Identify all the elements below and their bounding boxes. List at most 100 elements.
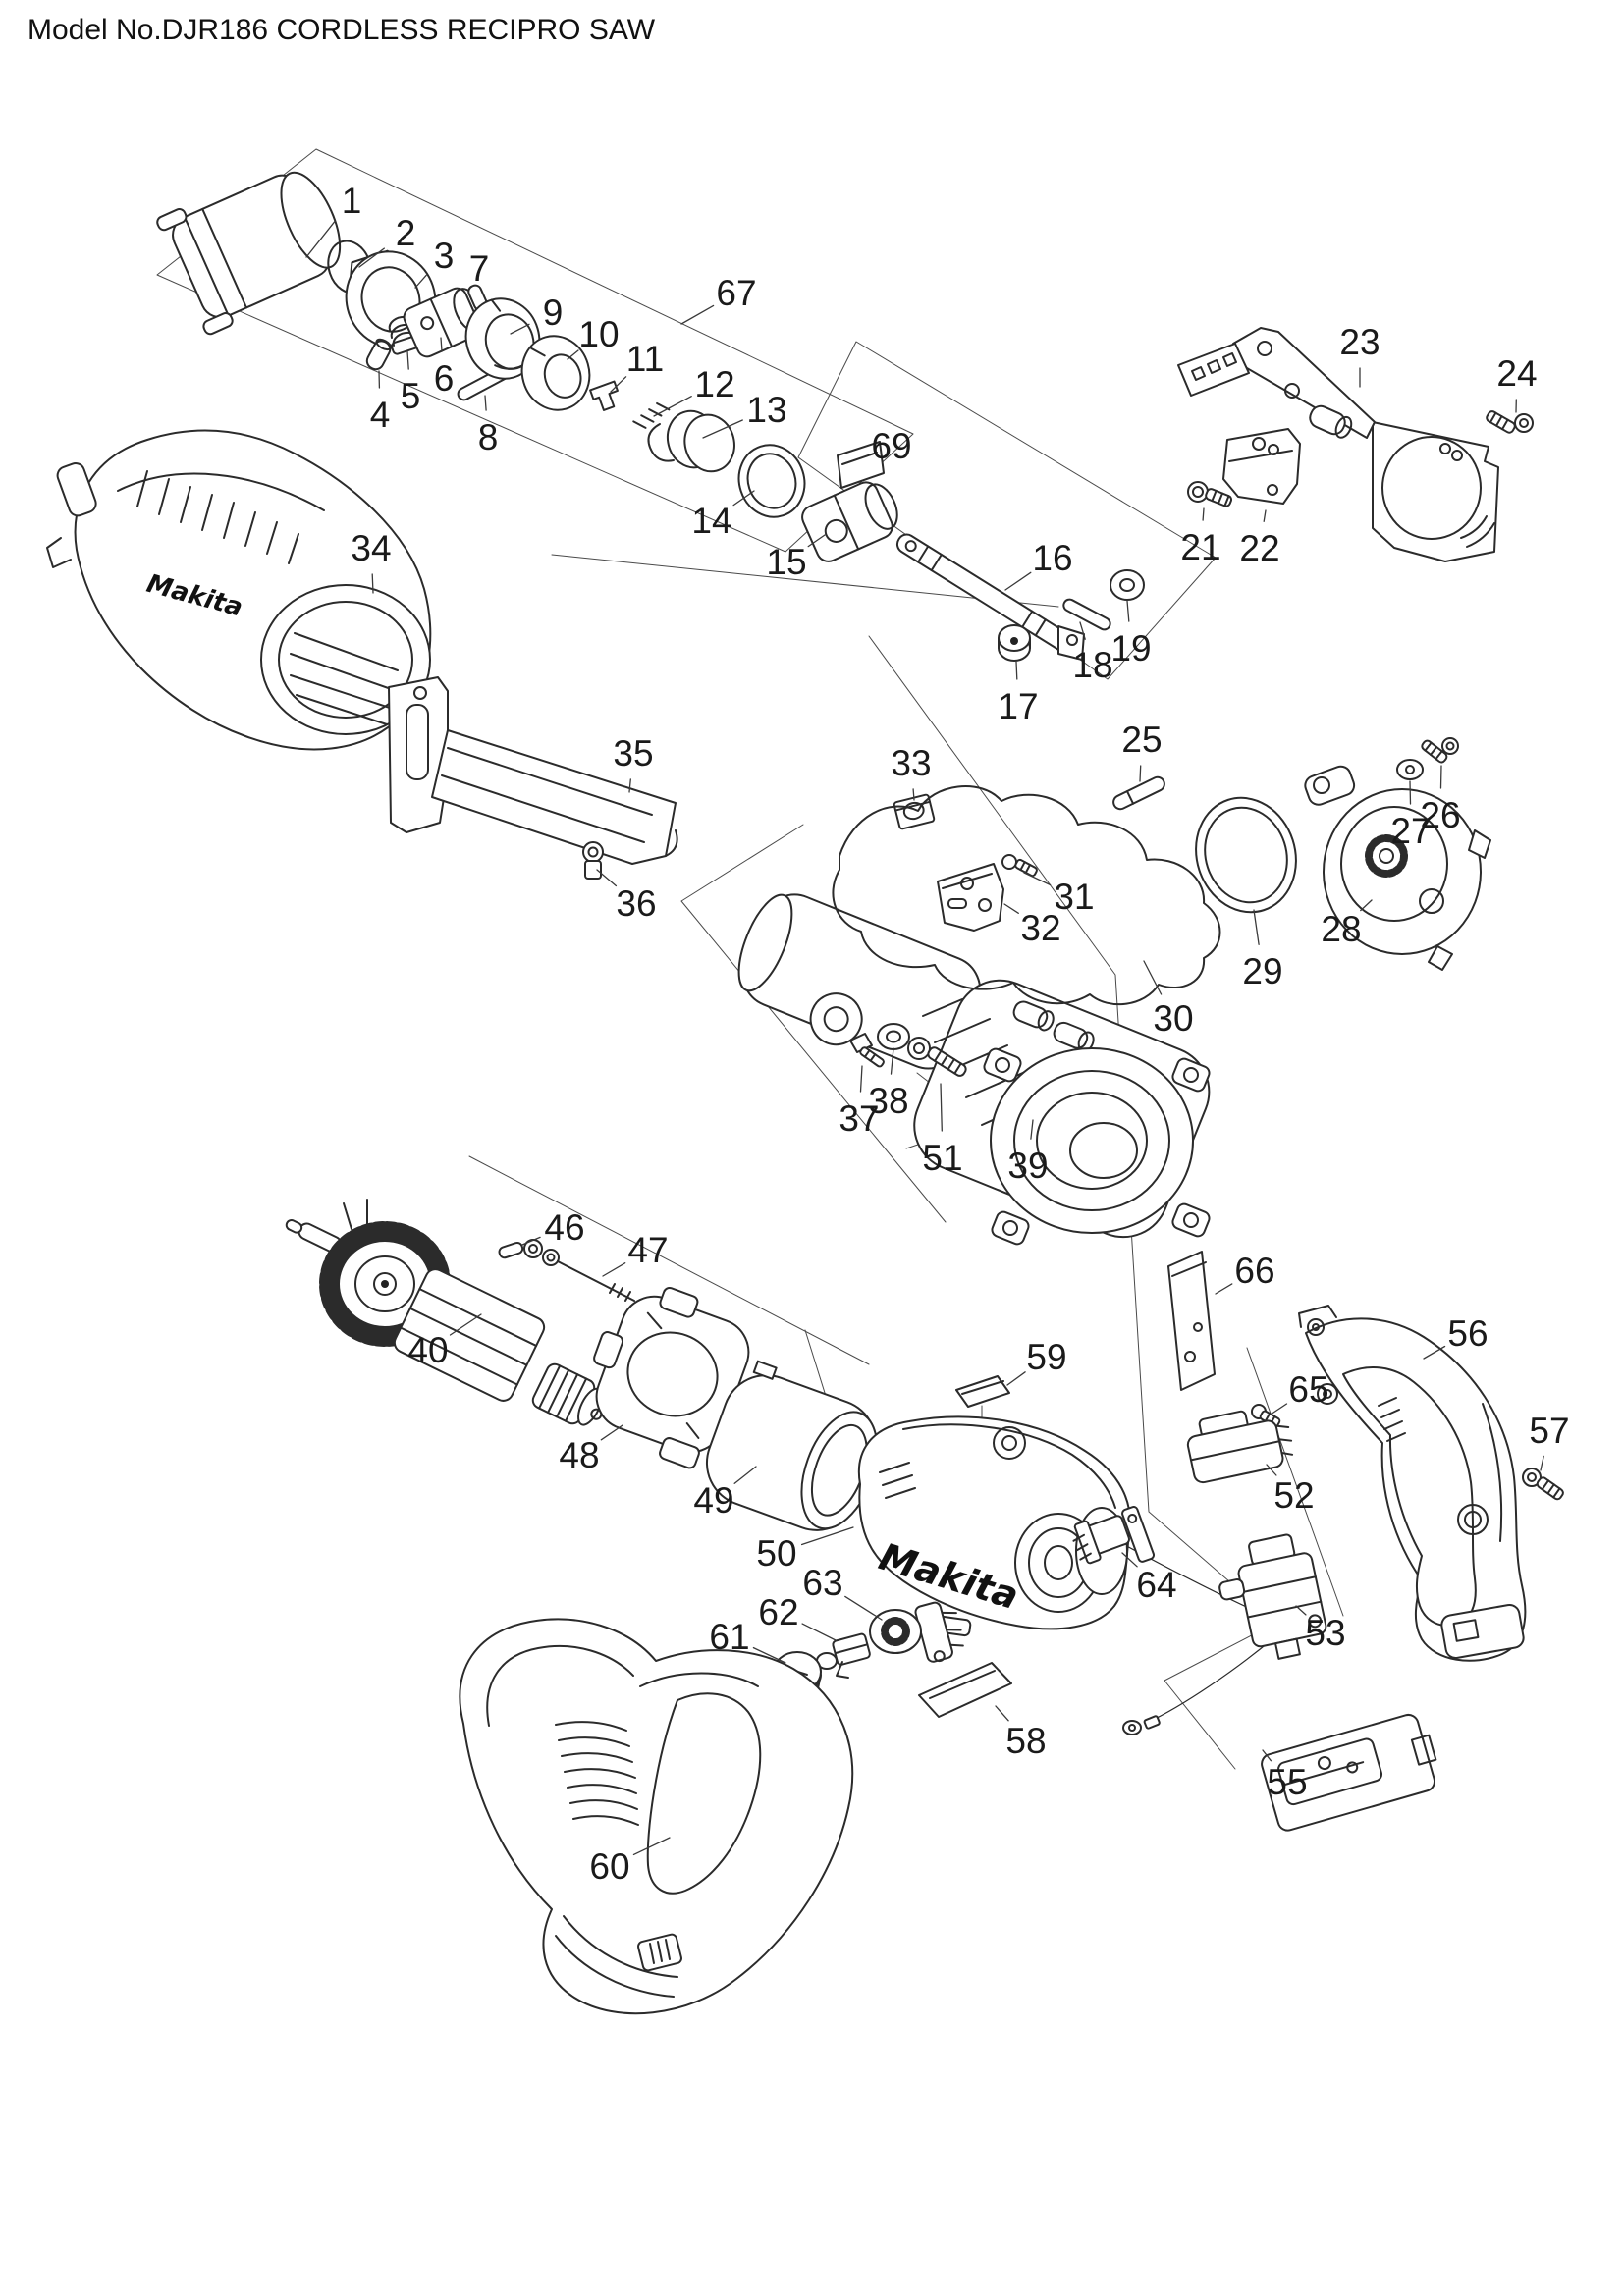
leader-line-38: [890, 1047, 894, 1075]
part-label-21: 21: [1180, 527, 1220, 567]
part-9-cam-ring: [464, 297, 541, 380]
part-label-14: 14: [691, 501, 731, 541]
part-34-front-housing: Makita: [46, 429, 432, 751]
part-24-screw: [1486, 410, 1534, 434]
part-11-key: [589, 380, 619, 411]
part-58-label-sticker: [918, 1662, 1012, 1718]
leader-line-65: [1270, 1403, 1288, 1415]
leader-line-57: [1540, 1455, 1544, 1471]
part-label-67: 67: [716, 273, 756, 313]
leader-line-60: [632, 1837, 671, 1856]
part-label-34: 34: [351, 528, 391, 568]
part-label-22: 22: [1239, 528, 1279, 568]
part-22-bracket: [1222, 428, 1301, 505]
leader-line-28: [1360, 899, 1373, 912]
part-label-9: 9: [543, 293, 564, 333]
leader-line-14: [732, 490, 755, 507]
part-30-gasket: [832, 785, 1221, 1006]
leader-line-47: [602, 1262, 626, 1277]
part-label-2: 2: [396, 213, 416, 253]
part-label-10: 10: [578, 314, 619, 354]
part-12-spring: [632, 401, 671, 429]
part-label-48: 48: [559, 1435, 599, 1475]
leader-line-32: [1003, 903, 1019, 914]
leader-line-48: [600, 1424, 623, 1441]
leader-line-34: [371, 573, 374, 594]
part-16-slider-shaft: [895, 533, 1085, 661]
part-label-60: 60: [589, 1846, 629, 1887]
leader-line-59: [1006, 1371, 1026, 1386]
part-35-shoe-assembly: [388, 676, 678, 865]
leader-line-56: [1423, 1345, 1446, 1360]
part-56-handle-housing-right: [1298, 1305, 1527, 1662]
part-38-washer: [877, 1023, 910, 1050]
part-26-screw: [1421, 737, 1459, 764]
part-47-long-screw: [542, 1249, 635, 1302]
page-title: Model No.DJR186 CORDLESS RECIPRO SAW: [27, 14, 656, 46]
part-17-roller: [998, 624, 1031, 662]
leader-line-16: [1004, 571, 1032, 591]
leader-line-53: [1295, 1605, 1307, 1616]
part-14-ring: [737, 444, 806, 518]
leader-line-27: [1409, 780, 1412, 805]
part-label-23: 23: [1339, 322, 1380, 362]
part-63-bearing-retainer: [869, 1601, 964, 1663]
part-label-65: 65: [1288, 1369, 1328, 1410]
part-46-screw: [498, 1239, 543, 1259]
part-label-61: 61: [709, 1617, 749, 1657]
leader-line-10: [567, 349, 579, 360]
part-label-32: 32: [1020, 908, 1060, 948]
part-label-31: 31: [1054, 877, 1094, 917]
leader-line-64: [1121, 1552, 1138, 1568]
part-label-11: 11: [626, 339, 664, 379]
leader-line-22: [1263, 509, 1267, 522]
part-label-59: 59: [1026, 1337, 1066, 1377]
part-label-50: 50: [756, 1533, 796, 1574]
leader-line-46: [521, 1236, 541, 1246]
part-66-plate: [1167, 1251, 1216, 1391]
leader-line-37: [859, 1065, 863, 1093]
leader-line-52: [1266, 1464, 1277, 1476]
part-label-17: 17: [998, 686, 1038, 726]
part-13-bearing: [647, 409, 735, 473]
part-label-35: 35: [613, 733, 653, 774]
leader-line-67: [680, 304, 715, 325]
leader-line-2: [358, 247, 385, 268]
part-1-gear-housing-cap: [156, 171, 342, 336]
leader-line-17: [1015, 661, 1018, 680]
part-label-19: 19: [1110, 628, 1151, 668]
leader-line-40: [449, 1313, 482, 1336]
part-28-crank-cover: [1304, 765, 1491, 971]
leader-line-5: [406, 350, 409, 370]
part-label-69: 69: [871, 426, 911, 466]
leader-line-33: [912, 788, 915, 801]
part-label-33: 33: [891, 743, 931, 783]
part-37-flat-screw: [849, 1033, 885, 1068]
part-label-57: 57: [1529, 1411, 1569, 1451]
part-29-o-ring: [1195, 796, 1297, 914]
part-25-pin: [1112, 775, 1165, 811]
leader-line-3: [414, 274, 427, 289]
part-36-screw: [582, 841, 604, 880]
leader-line-31: [1023, 872, 1052, 886]
part-4-pin: [365, 338, 393, 371]
part-label-5: 5: [401, 376, 421, 416]
part-label-18: 18: [1072, 645, 1112, 685]
part-label-15: 15: [766, 542, 806, 582]
leader-line-58: [995, 1705, 1009, 1722]
leader-line-6: [440, 337, 443, 352]
part-label-52: 52: [1273, 1475, 1314, 1516]
part-label-40: 40: [407, 1330, 448, 1370]
leader-line-11: [610, 376, 627, 393]
part-label-53: 53: [1305, 1613, 1345, 1653]
part-label-63: 63: [802, 1563, 842, 1603]
part-label-62: 62: [758, 1592, 798, 1632]
part-label-56: 56: [1447, 1313, 1488, 1354]
part-label-13: 13: [746, 390, 786, 430]
leader-line-66: [1215, 1283, 1233, 1295]
part-label-12: 12: [694, 364, 734, 404]
part-label-39: 39: [1007, 1146, 1048, 1186]
